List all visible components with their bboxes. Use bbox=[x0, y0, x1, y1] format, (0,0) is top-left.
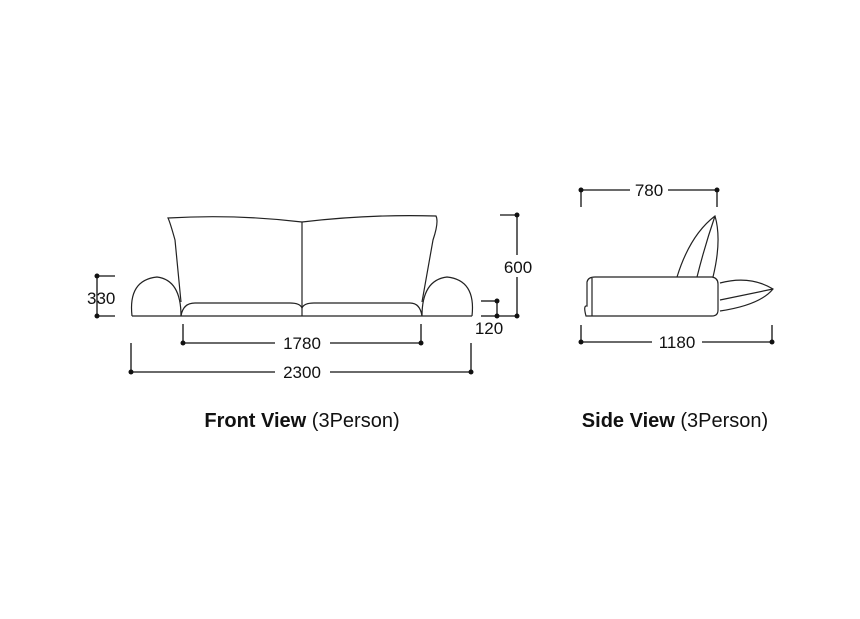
side-footrest bbox=[719, 279, 774, 312]
dim-seat-height: 120 bbox=[475, 319, 503, 338]
dim-total-width: 2300 bbox=[283, 363, 321, 382]
front-view-title: Front View bbox=[204, 410, 306, 432]
side-dimensions: 780 1180 bbox=[578, 181, 775, 352]
dim-seat-width: 1780 bbox=[283, 334, 321, 353]
dim-total-depth: 1180 bbox=[659, 333, 696, 352]
front-right-arm bbox=[421, 276, 474, 317]
side-view-subtitle: (3Person) bbox=[675, 410, 768, 432]
side-view-drawing bbox=[584, 214, 774, 317]
side-backrest bbox=[676, 214, 719, 278]
front-view-drawing bbox=[130, 215, 474, 317]
front-view-caption: Front View (3Person) bbox=[204, 410, 399, 432]
side-seat-box bbox=[584, 276, 719, 317]
dim-seat-depth: 780 bbox=[635, 181, 663, 200]
side-view-caption: Side View (3Person) bbox=[582, 410, 768, 432]
front-left-arm bbox=[130, 276, 182, 317]
side-view-title: Side View bbox=[582, 410, 675, 432]
front-seat-cushions bbox=[180, 302, 423, 317]
dim-arm-height: 330 bbox=[87, 289, 115, 308]
front-view-subtitle: (3Person) bbox=[306, 410, 399, 432]
dim-total-height: 600 bbox=[504, 258, 532, 277]
front-dimensions: 330 600 120 1780 2300 bbox=[87, 212, 536, 382]
